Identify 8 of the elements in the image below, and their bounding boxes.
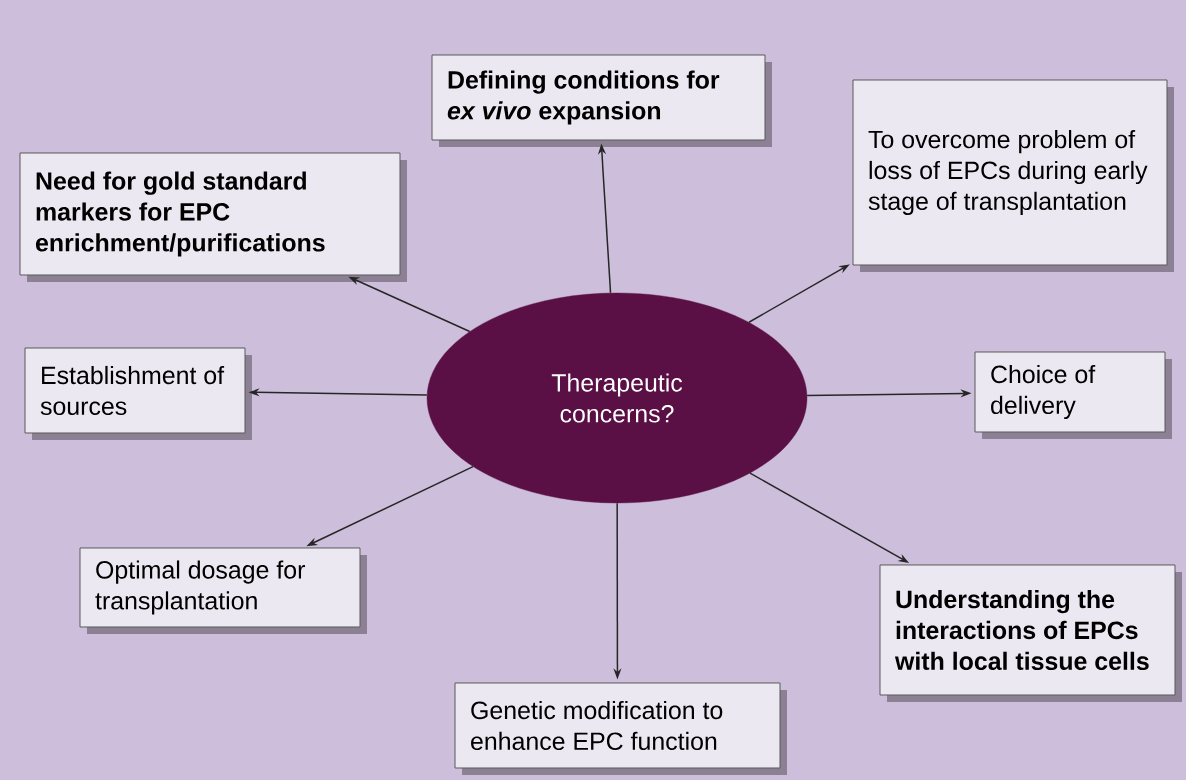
text-box: To overcome problem of loss of EPCs during early stage of transplantation	[852, 79, 1174, 272]
text-box: Defining conditions for ex vivo expansion	[431, 54, 772, 147]
text-box: Choice of delivery	[974, 351, 1172, 439]
text-box: Optimal dosage for transplantation	[79, 547, 367, 634]
text-box: Genetic modification to enhance EPC function	[454, 682, 787, 775]
text-box: Understanding the interactions of EPCs with local tissue cells	[879, 564, 1182, 702]
text-box: Need for gold standard markers for EPC enrichment/purifications	[19, 152, 407, 282]
text-box: Establishment of sources	[24, 347, 252, 440]
